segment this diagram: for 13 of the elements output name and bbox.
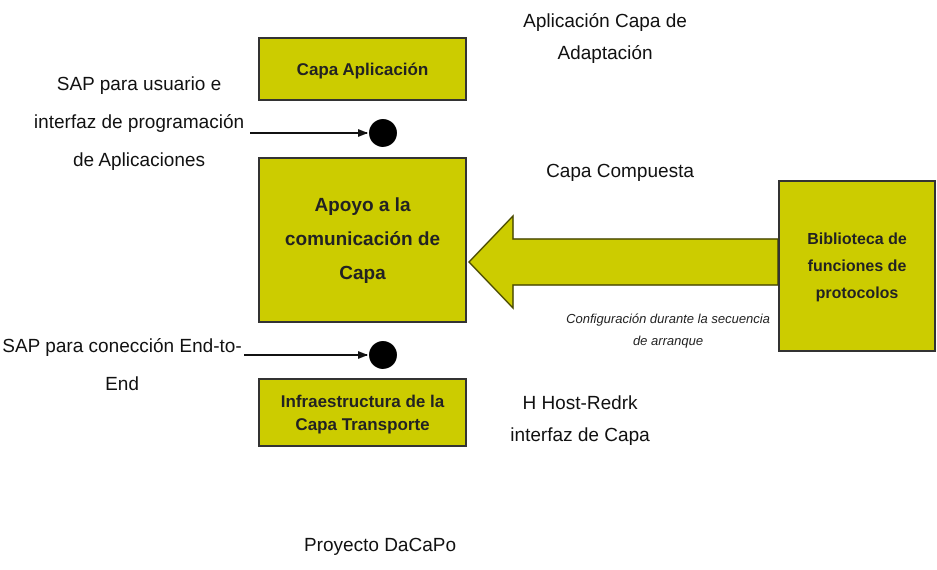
layer-box: Capa Aplicación — [258, 37, 467, 101]
layer-box: Infraestructura de la Capa Transporte — [258, 378, 467, 447]
arrow — [250, 129, 368, 137]
side-label: Capa Compuesta — [545, 160, 695, 184]
side-label: H Host-Redrk interfaz de Capa — [509, 392, 651, 448]
caption: Proyecto DaCaPo — [302, 534, 458, 558]
annotation-text: SAP para conección End-to-End — [2, 328, 242, 404]
arrow — [244, 351, 368, 359]
layer-box: Apoyo a la comunicación de Capa — [258, 157, 467, 323]
side-label: Aplicación Capa de Adaptación — [522, 10, 688, 66]
layer-box: Biblioteca de funciones de protocolos — [778, 180, 936, 352]
block-arrow — [468, 214, 779, 310]
annotation-text: SAP para usuario e interfaz de programación de Aplicaciones — [30, 66, 248, 216]
